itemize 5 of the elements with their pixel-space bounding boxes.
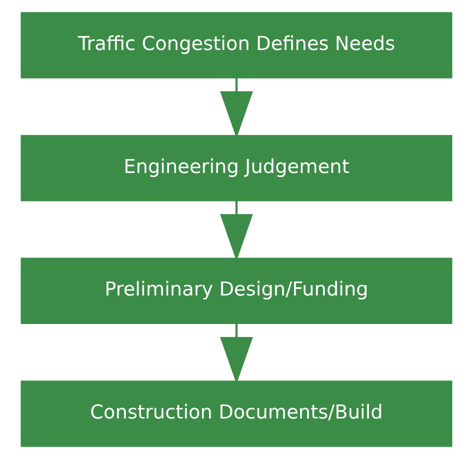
node-box: Engineering Judgement xyxy=(20,134,452,202)
node-box: Preliminary Design/Funding xyxy=(20,258,452,324)
node-box: Construction Documents/Build xyxy=(20,380,452,447)
arrow xyxy=(220,324,252,384)
node-box: Traffic Congestion Defines Needs xyxy=(20,12,452,78)
